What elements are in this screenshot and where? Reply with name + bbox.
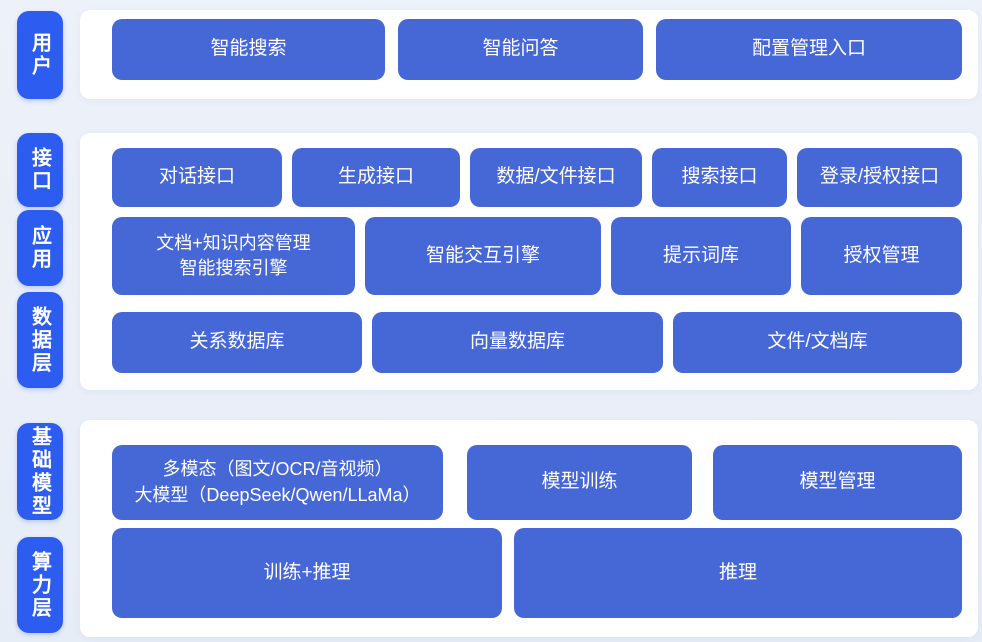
block-authorization-mgmt: 授权管理 <box>801 217 962 295</box>
interface-row: 对话接口 生成接口 数据/文件接口 搜索接口 登录/授权接口 <box>112 148 962 207</box>
block-vector-db: 向量数据库 <box>372 312 663 373</box>
block-config-mgmt-entry: 配置管理入口 <box>656 19 962 80</box>
block-search-api: 搜索接口 <box>652 148 787 207</box>
layer-badge-base-model: 基础模型 <box>17 423 63 520</box>
layer-badge-data-layer: 数据层 <box>17 292 63 388</box>
base-model-row: 多模态（图文/OCR/音视频） 大模型（DeepSeek/Qwen/LLaMa）… <box>112 445 962 520</box>
block-generation-api: 生成接口 <box>292 148 460 207</box>
block-smart-interaction-engine: 智能交互引擎 <box>365 217 601 295</box>
block-login-auth-api: 登录/授权接口 <box>797 148 962 207</box>
block-model-training: 模型训练 <box>467 445 692 520</box>
block-file-doc-store: 文件/文档库 <box>673 312 962 373</box>
block-prompt-library: 提示词库 <box>611 217 791 295</box>
block-smart-qa: 智能问答 <box>398 19 643 80</box>
layer-badge-user: 用户 <box>17 11 63 99</box>
layer-badge-application: 应用 <box>17 210 63 286</box>
block-multimodal-llm: 多模态（图文/OCR/音视频） 大模型（DeepSeek/Qwen/LLaMa） <box>112 445 443 520</box>
interface-app-data-panel: 对话接口 生成接口 数据/文件接口 搜索接口 登录/授权接口 文档+知识内容管理… <box>80 133 978 390</box>
application-row: 文档+知识内容管理 智能搜索引擎 智能交互引擎 提示词库 授权管理 <box>112 217 962 295</box>
user-layer-panel: 智能搜索 智能问答 配置管理入口 <box>80 10 978 99</box>
data-layer-row: 关系数据库 向量数据库 文件/文档库 <box>112 312 962 373</box>
user-layer-row: 智能搜索 智能问答 配置管理入口 <box>112 19 962 80</box>
block-inference: 推理 <box>514 528 962 618</box>
block-doc-knowledge-mgmt-search-engine: 文档+知识内容管理 智能搜索引擎 <box>112 217 355 295</box>
layer-badge-compute-layer: 算力层 <box>17 537 63 633</box>
block-training-plus-inference: 训练+推理 <box>112 528 502 618</box>
block-model-mgmt: 模型管理 <box>713 445 962 520</box>
block-relational-db: 关系数据库 <box>112 312 362 373</box>
block-smart-search: 智能搜索 <box>112 19 385 80</box>
compute-layer-row: 训练+推理 推理 <box>112 528 962 618</box>
layer-badge-interface: 接口 <box>17 133 63 207</box>
model-compute-panel: 多模态（图文/OCR/音视频） 大模型（DeepSeek/Qwen/LLaMa）… <box>80 420 978 637</box>
block-dialog-api: 对话接口 <box>112 148 282 207</box>
block-data-file-api: 数据/文件接口 <box>470 148 642 207</box>
